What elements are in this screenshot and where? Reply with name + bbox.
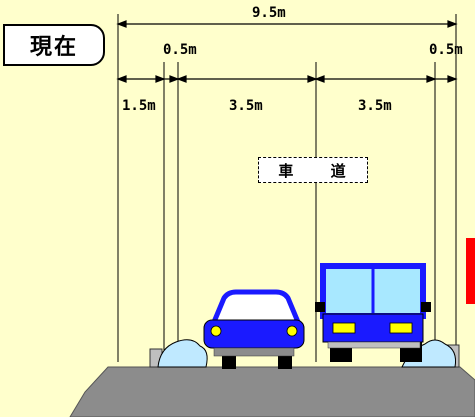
lane-label: 車 道 xyxy=(258,157,368,183)
total-width-label: 9.5m xyxy=(252,5,286,21)
left-planter xyxy=(149,339,208,368)
lane-right-label: 3.5m xyxy=(358,98,392,114)
car-icon xyxy=(203,289,305,369)
total-width-arrow xyxy=(116,20,458,28)
red-indicator xyxy=(466,238,475,304)
lane-width-arrows xyxy=(116,75,458,83)
lane-left-label: 3.5m xyxy=(229,98,263,114)
left-edge-label: 0.5m xyxy=(163,42,197,58)
truck-icon xyxy=(315,263,431,362)
right-edge-label: 0.5m xyxy=(429,42,463,58)
road-surface xyxy=(69,366,475,417)
status-label: 現在 xyxy=(3,24,105,66)
left-shoulder-label: 1.5m xyxy=(122,98,156,114)
